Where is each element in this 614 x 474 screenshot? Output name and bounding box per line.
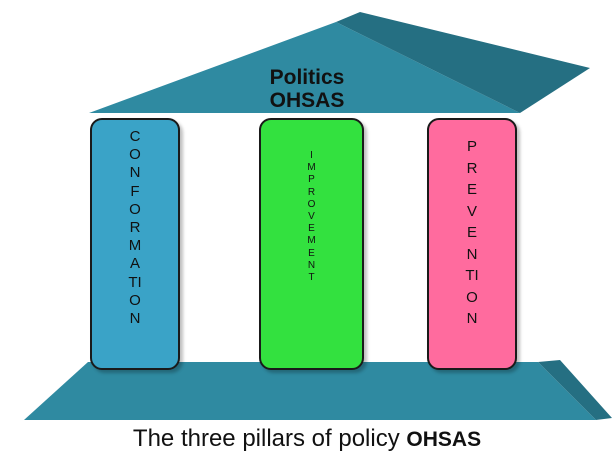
pillar-prevention: PREVENTION — [427, 118, 517, 370]
roof-title: Politics OHSAS — [207, 66, 407, 112]
caption: The three pillars of policy OHSAS — [0, 424, 614, 455]
caption-text: The three pillars of policy — [132, 425, 400, 452]
roof-title-line2: OHSAS — [269, 89, 345, 112]
pillar-improvement-label: IMPROVEMENT — [307, 150, 316, 284]
roof-front — [89, 22, 520, 113]
pillar-conformation-label: CONFORMATION — [128, 128, 142, 328]
base-front — [24, 362, 596, 420]
pillar-prevention-label: PREVENTION — [465, 138, 479, 327]
roof-side — [336, 12, 590, 113]
roof-title-line1: Politics — [269, 66, 345, 89]
caption-bold-text: OHSAS — [406, 428, 482, 451]
pillar-improvement: IMPROVEMENT — [259, 118, 364, 370]
base-side — [538, 360, 612, 420]
pillar-conformation: CONFORMATION — [90, 118, 180, 370]
